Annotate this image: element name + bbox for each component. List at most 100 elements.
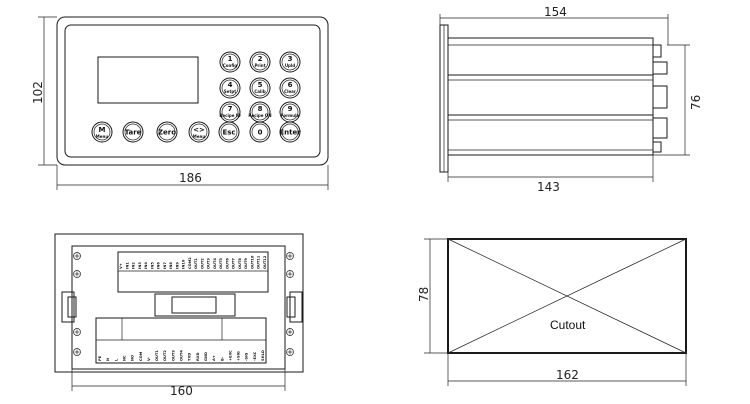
terminal-label: V+ [119, 263, 123, 269]
cutout-view: Cutout 162 78 [417, 238, 687, 386]
screw-icon [286, 348, 294, 356]
key-circle [279, 121, 301, 143]
key-label: <> [193, 126, 205, 134]
terminal-label: OUT12 [263, 255, 267, 269]
key-label: 7 [228, 105, 233, 113]
rear-left-clamp [61, 291, 75, 323]
key-label: Tare [125, 129, 142, 137]
terminal-label: IN9 [175, 262, 179, 269]
terminal-label: IN10 [182, 259, 186, 269]
key-label: M [99, 126, 106, 134]
front-width-dim-label: 186 [179, 171, 202, 185]
key-circle [249, 77, 271, 99]
terminal-label: OUT3 [207, 258, 211, 269]
terminal-label: OUT2 [163, 350, 167, 361]
key-inner-circle [221, 53, 239, 71]
terminal-label: IN3 [138, 262, 142, 269]
cutout-rectangle [447, 238, 687, 354]
terminal-label: PE [98, 355, 102, 361]
side-body-top [447, 37, 654, 76]
key-circle [249, 51, 271, 73]
key-inner-circle [190, 123, 208, 141]
bottom-key-3[interactable]: Zero [156, 121, 178, 143]
key-circle [218, 121, 240, 143]
key-inner-circle [281, 53, 299, 71]
terminal-label: OUT3 [171, 350, 175, 361]
terminal-label: TXD [188, 353, 192, 361]
key-label: 6 [288, 81, 293, 89]
side-view: 154 143 76 [439, 5, 703, 194]
key-circle [91, 121, 113, 143]
rear-left-clamp-tab [67, 296, 77, 318]
side-connector-3 [652, 85, 668, 109]
key-inner-circle [220, 123, 238, 141]
key-sublabel: Clear [284, 89, 296, 94]
key-inner-circle [251, 79, 269, 97]
key-label: Enter [279, 129, 301, 137]
rear-outer-frame [54, 233, 304, 373]
key-label: 3 [288, 55, 293, 63]
terminal-label: OUT6 [225, 258, 229, 269]
key-sublabel: Menu [193, 134, 206, 139]
key-inner-circle [221, 103, 239, 121]
side-body-middle [447, 74, 654, 116]
key-inner-circle [281, 103, 299, 121]
rear-width-dim-label: 160 [170, 384, 193, 398]
terminal-label: OUT4 [213, 258, 217, 269]
key-label: 8 [258, 105, 263, 113]
terminal-label: OUT11 [257, 255, 261, 269]
terminal-label: A+ [212, 355, 216, 361]
rear-body [71, 245, 286, 370]
key-inner-circle [281, 79, 299, 97]
terminal-label: IN7 [163, 262, 167, 269]
key-circle [122, 121, 144, 143]
terminal-label: L [114, 358, 118, 361]
key-inner-circle [251, 53, 269, 71]
bottom-key-2[interactable]: Tare [122, 121, 144, 143]
terminal-label: COM [139, 351, 143, 361]
key-inner-circle [221, 79, 239, 97]
front-height-dim-label: 102 [31, 81, 45, 104]
key-inner-circle [251, 103, 269, 121]
key-label: 5 [258, 81, 263, 89]
terminal-label: -EXC [253, 351, 257, 361]
rear-screws [73, 252, 294, 356]
key-inner-circle [124, 123, 142, 141]
bottom-key-5[interactable]: Esc [218, 121, 240, 143]
terminal-label: -SIG [245, 353, 249, 361]
bottom-key-4[interactable]: <>Menu [188, 121, 210, 143]
terminal-label: OUT8 [238, 258, 242, 269]
cutout-diagonal-2 [447, 238, 687, 354]
bottom-key-6[interactable]: 0 [249, 121, 271, 143]
side-body-bottom [447, 114, 654, 156]
key-sublabel: Upld [285, 63, 295, 68]
key-sublabel: Recipe ID [219, 113, 241, 118]
key-inner-circle [281, 123, 299, 141]
side-connector-4 [652, 117, 668, 139]
key-sublabel: Formula [281, 113, 300, 118]
key-label: 4 [228, 81, 233, 89]
bottom-key-7[interactable]: Enter [279, 121, 301, 143]
key-circle [279, 51, 301, 73]
key-circle [188, 121, 210, 143]
terminal-label: SHLD [261, 350, 265, 361]
key-label: 9 [288, 105, 293, 113]
key-sublabel: Recipe ON [248, 113, 271, 118]
key-circle [249, 121, 271, 143]
key-sublabel: Config [223, 63, 237, 68]
terminal-label: OUT5 [219, 258, 223, 269]
terminal-label: B- [220, 356, 224, 361]
